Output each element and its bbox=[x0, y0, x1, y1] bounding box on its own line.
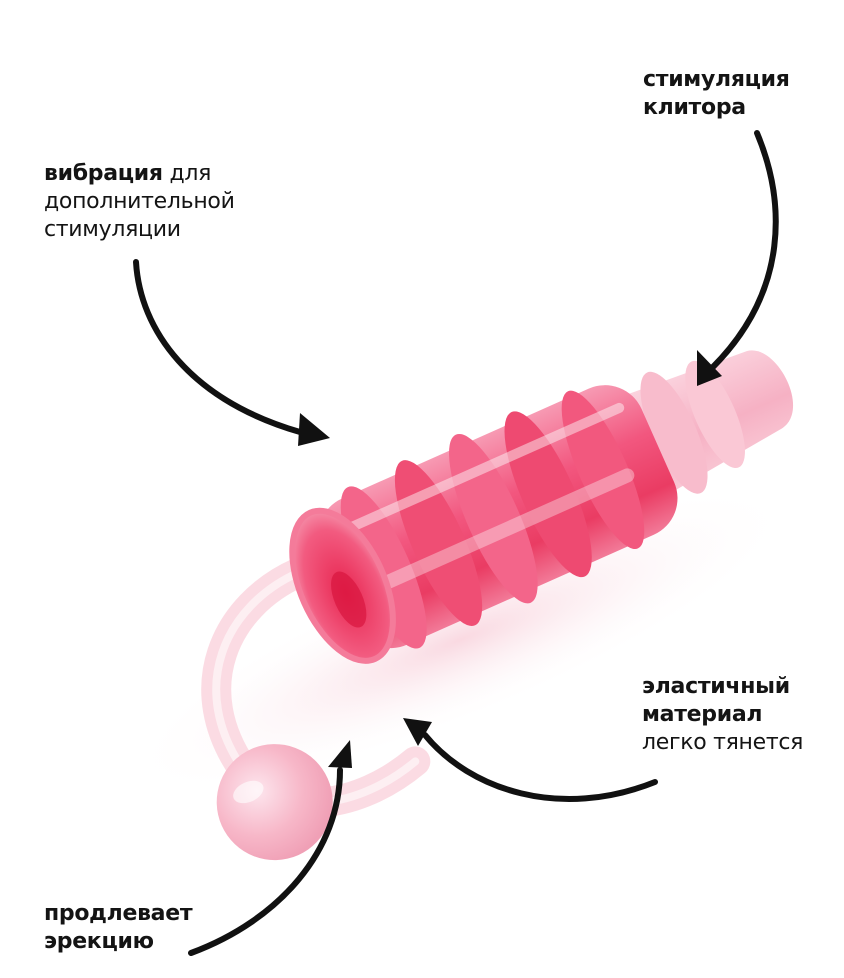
callout-vibration-line2: дополнительной bbox=[44, 189, 235, 214]
arrow-to-tip-icon bbox=[697, 130, 779, 386]
callout-vibration-regular: для bbox=[162, 161, 212, 186]
arrow-to-vibration-icon bbox=[133, 259, 330, 446]
callout-prolong: продлевает эрекцию bbox=[44, 900, 193, 956]
callout-vibration-bold: вибрация bbox=[44, 161, 163, 186]
callout-prolong-line2: эрекцию bbox=[44, 929, 154, 954]
callout-vibration: вибрация для дополнительной стимуляции bbox=[44, 160, 235, 244]
callout-prolong-line1: продлевает bbox=[44, 901, 193, 926]
callout-vibration-line3: стимуляции bbox=[44, 217, 181, 242]
callout-elastic-line1: эластичный bbox=[642, 674, 790, 699]
arrow-to-ring-icon bbox=[188, 740, 352, 956]
callout-clitoral-line2: клитора bbox=[643, 95, 746, 120]
callout-elastic-material: эластичный материал легко тянется bbox=[642, 673, 803, 757]
callout-elastic-line3: легко тянется bbox=[642, 730, 804, 755]
callout-elastic-line2: материал bbox=[642, 702, 763, 727]
callout-vibration-line1: вибрация для bbox=[44, 160, 235, 188]
callout-clitoral-line1: стимуляция bbox=[643, 67, 790, 92]
callout-clitoral-stimulation: стимуляция клитора bbox=[643, 66, 790, 122]
arrow-to-material-icon bbox=[403, 718, 658, 802]
product-body bbox=[201, 350, 794, 861]
